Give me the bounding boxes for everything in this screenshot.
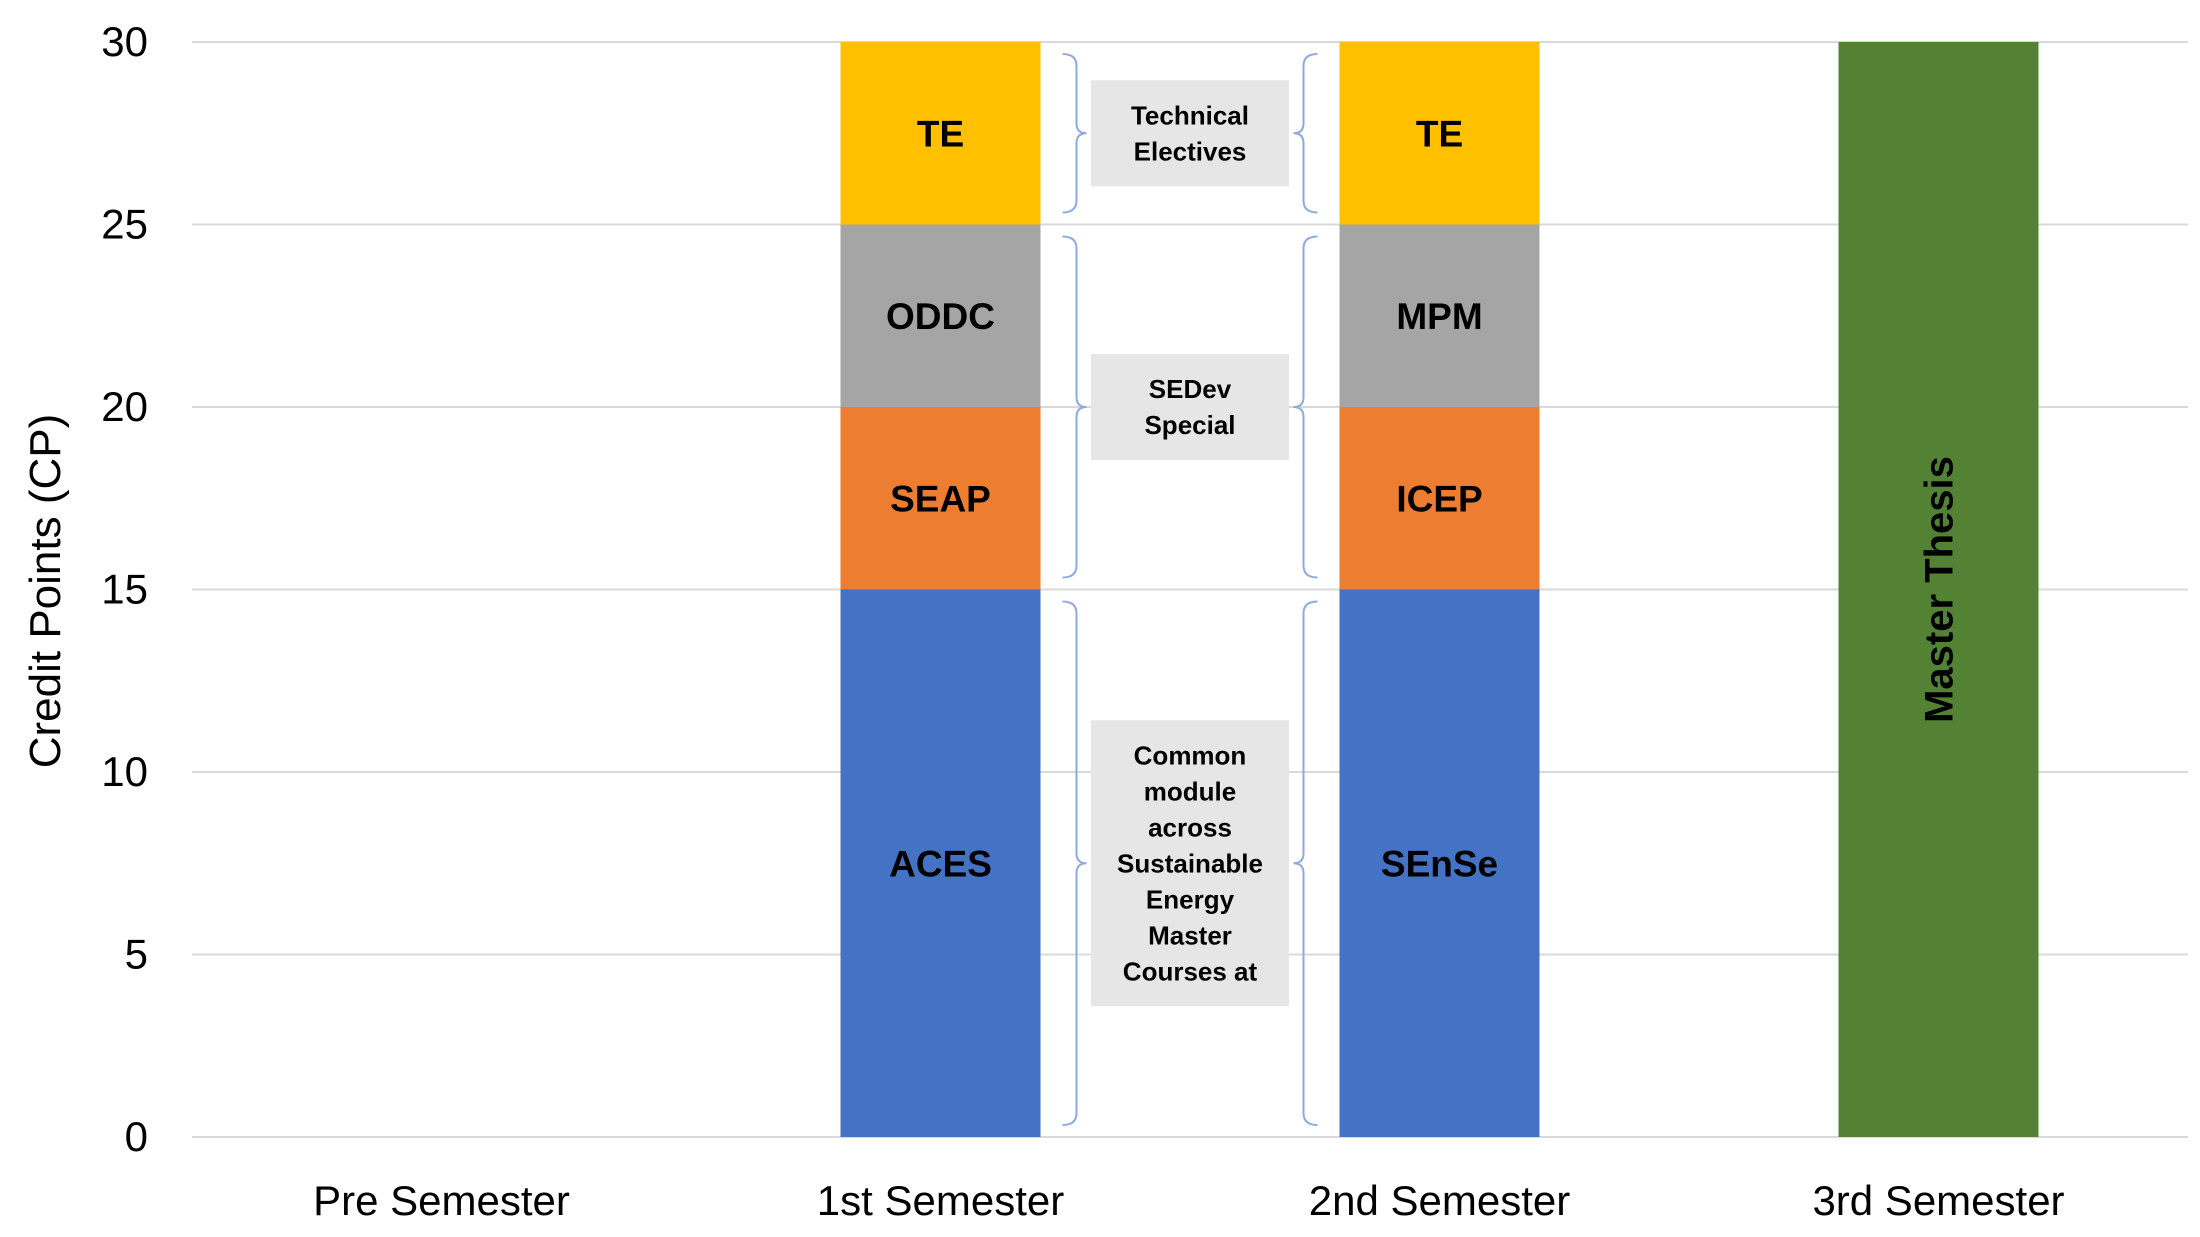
data-label-te: TE — [1416, 113, 1463, 154]
annotation-text: Courses at — [1123, 956, 1258, 986]
y-tick-label: 15 — [101, 566, 148, 613]
data-label-oddc: ODDC — [886, 296, 995, 337]
annotation-box-common-module — [1091, 720, 1289, 1007]
annotation-text: Energy — [1146, 884, 1235, 914]
y-tick-label: 5 — [125, 931, 148, 978]
annotation-text: Electives — [1134, 136, 1247, 166]
y-tick-label: 30 — [101, 18, 148, 65]
annotation-text: across — [1148, 812, 1232, 842]
data-label-sense: SEnSe — [1381, 843, 1498, 884]
brace-left-technical-electives — [1062, 53, 1087, 214]
bar-segment-oddc — [840, 224, 1041, 407]
brace-left-common-module — [1062, 600, 1087, 1126]
data-label-aces: ACES — [889, 843, 992, 884]
brace-right-technical-electives — [1293, 53, 1318, 214]
annotation-text: Technical — [1131, 100, 1249, 130]
annotation-text: module — [1144, 776, 1236, 806]
annotation-text: SEDev — [1149, 374, 1232, 404]
brace-right-sedev-special — [1293, 235, 1318, 579]
x-tick-label: 3rd Semester — [1812, 1177, 2064, 1224]
brace-right-common-module — [1293, 600, 1318, 1126]
y-axis-ticks: 0 5 10 15 20 25 30 — [101, 18, 148, 1160]
annotation-box-sedev-special — [1091, 354, 1289, 460]
data-label-mpm: MPM — [1396, 296, 1482, 337]
x-axis-ticks: Pre Semester 1st Semester 2nd Semester 3rd … — [313, 1177, 2064, 1224]
bar-segment-sense — [1339, 589, 1540, 1137]
data-label-icep: ICEP — [1396, 478, 1482, 519]
braces — [1062, 53, 1318, 1126]
bar-segment-seap — [840, 407, 1041, 590]
annotation-text: Sustainable — [1117, 848, 1263, 878]
x-tick-label: 2nd Semester — [1309, 1177, 1570, 1224]
annotation-box-technical-electives — [1091, 80, 1289, 187]
data-label-seap: SEAP — [890, 478, 991, 519]
annotation-text: Common — [1134, 740, 1247, 770]
annotation-text: Special — [1144, 410, 1235, 440]
y-tick-label: 20 — [101, 383, 148, 430]
y-tick-label: 0 — [125, 1113, 148, 1160]
y-tick-label: 25 — [101, 201, 148, 248]
y-tick-label: 10 — [101, 748, 148, 795]
bar-segment-master-thesis — [1838, 42, 2039, 1137]
bar-segment-aces — [840, 589, 1041, 1137]
x-tick-label: Pre Semester — [313, 1177, 570, 1224]
brace-left-sedev-special — [1062, 235, 1087, 579]
x-tick-label: 1st Semester — [817, 1177, 1064, 1224]
bar-segment-mpm — [1339, 224, 1540, 407]
bar-segment-icep — [1339, 407, 1540, 590]
data-label-te: TE — [917, 113, 964, 154]
bars: ACES SEAP ODDC TE SEnSe ICEP MPM TE Master Thesi… — [840, 42, 2039, 1137]
y-axis-label: Credit Points (CP) — [21, 414, 70, 769]
bar-segment-te — [1339, 42, 1540, 225]
data-label-master-thesis: Master Thesis — [1918, 456, 1962, 723]
bar-segment-te — [840, 42, 1041, 225]
annotation-text: Master — [1148, 920, 1232, 950]
